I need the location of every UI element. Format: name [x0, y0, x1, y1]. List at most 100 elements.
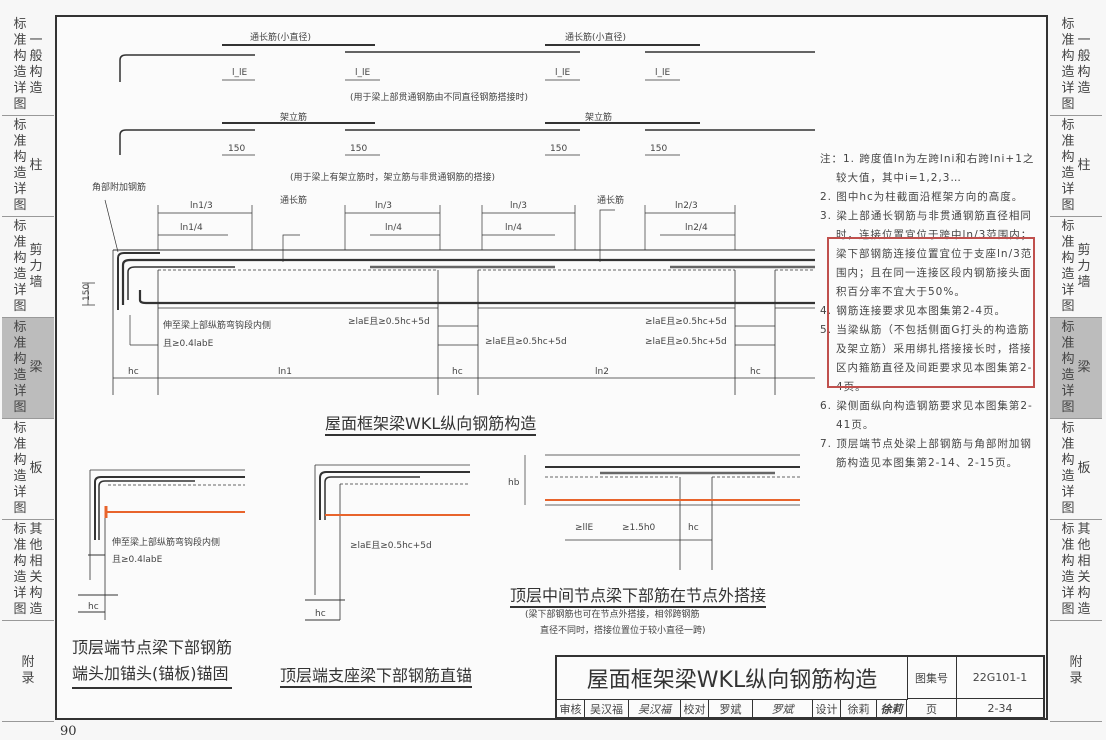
note-item: 7. 顶层端节点处梁上部钢筋与角部附加钢筋构造见本图集第2-14、2-15页。	[820, 438, 1032, 469]
detail-caption: 直径不同时，搭接位置位于较小直径一跨)	[540, 624, 706, 636]
dim-label: l_lE	[555, 68, 571, 78]
section-tab-5[interactable]: 标准构造详图其他相关构造	[2, 520, 54, 621]
bar-label: 架立筋	[585, 111, 612, 123]
detail-title: 顶层端节点梁下部钢筋	[72, 638, 233, 657]
section-tab-3[interactable]: 标准构造详图梁	[1050, 318, 1102, 419]
through-bar-label: 通长筋	[597, 194, 624, 206]
note-item: 2. 图中hc为柱截面沿框架方向的高度。	[820, 191, 1024, 203]
detail-title: 顶层端支座梁下部钢筋直锚	[280, 662, 473, 688]
hc-label: hc	[750, 367, 761, 377]
section-tab-3[interactable]: 标准构造详图梁	[2, 318, 54, 419]
hc-label: hc	[452, 367, 463, 377]
anchor-note: 伸至梁上部纵筋弯钩段内侧	[163, 319, 271, 331]
highlight-box	[827, 237, 1035, 388]
note-item: 注：1. 跨度值ln为左跨lni和右跨lni+1之较大值，其中i=1,2,3…	[820, 153, 1035, 184]
atlas-number: 22G101-1	[957, 657, 1043, 699]
section-tab-6[interactable]: 附录	[2, 621, 54, 722]
anchor-note: ≥laE且≥0.5hc+5d	[350, 540, 432, 551]
anchor-note: 且≥0.4labE	[163, 338, 214, 349]
main-drawing-title: 屋面框架梁WKL纵向钢筋构造	[325, 410, 537, 436]
tab-label: 板	[29, 461, 43, 476]
anchor-note: 且≥0.4labE	[112, 554, 163, 565]
detail-caption: (用于梁上部贯通钢筋由不同直径钢筋搭接时)	[350, 91, 528, 103]
section-tab-0[interactable]: 标准构造详图一般构造	[1050, 15, 1102, 116]
lap-note: ≥laE且≥0.5hc+5d	[645, 336, 727, 347]
bar-label: 通长筋(小直径)	[565, 31, 626, 43]
tab-prefix: 标准构造详图	[1061, 17, 1075, 112]
checker-signature: 罗斌	[753, 699, 813, 719]
tab-label: 剪力墙	[1077, 243, 1091, 290]
review-label: 审核	[557, 699, 585, 719]
section-tab-4[interactable]: 标准构造详图板	[2, 419, 54, 520]
designer: 徐莉	[841, 699, 877, 719]
section-tab-4[interactable]: 标准构造详图板	[1050, 419, 1102, 520]
dim-label: ln2/3	[675, 201, 698, 211]
note-item: 6. 梁侧面纵向构造钢筋要求见本图集第2-41页。	[820, 400, 1033, 431]
dim-label: ln/3	[510, 201, 527, 211]
atlas-label: 图集号	[907, 657, 957, 699]
lap-note: ≥laE且≥0.5hc+5d	[348, 316, 430, 327]
dim-label: 150	[650, 144, 667, 154]
main-beam-drawing	[82, 199, 815, 395]
tab-prefix: 标准构造详图	[13, 17, 27, 112]
through-bar-label: 通长筋	[280, 194, 307, 206]
anchor-note: 伸至梁上部纵筋弯钩段内侧	[112, 536, 220, 548]
detail-caption: (梁下部钢筋也可在节点外搭接，相邻跨钢筋	[525, 608, 700, 620]
right-section-tabs: 标准构造详图一般构造标准构造详图柱标准构造详图剪力墙标准构造详图梁标准构造详图板…	[1050, 15, 1102, 722]
detail-lap-outside-joint	[524, 454, 800, 570]
section-tab-2[interactable]: 标准构造详图剪力墙	[1050, 217, 1102, 318]
dim-150: 150	[82, 284, 92, 301]
dim-label: 150	[228, 144, 245, 154]
detail-title: 端头加锚头(锚板)锚固	[72, 661, 233, 689]
dim-label: ≥llE	[575, 523, 594, 533]
dim-label: 150	[550, 144, 567, 154]
dim-label: ln/4	[385, 223, 402, 233]
tab-prefix: 标准构造详图	[13, 421, 27, 516]
tab-label: 梁	[1077, 360, 1091, 375]
designer-signature: 徐莉	[877, 699, 907, 719]
section-tab-1[interactable]: 标准构造详图柱	[2, 116, 54, 217]
detail-lap-different-diameter	[119, 44, 815, 82]
dim-label: 150	[350, 144, 367, 154]
section-tab-1[interactable]: 标准构造详图柱	[1050, 116, 1102, 217]
page-number-cell: 2-34	[957, 699, 1043, 719]
tab-prefix: 标准构造详图	[1061, 118, 1075, 213]
bar-label: 通长筋(小直径)	[250, 31, 311, 43]
section-tab-6[interactable]: 附录	[1050, 621, 1102, 722]
lap-note: ≥laE且≥0.5hc+5d	[645, 316, 727, 327]
detail-title: 顶层中间节点梁下部筋在节点外搭接	[510, 582, 767, 608]
detail-erection-bar-lap	[119, 122, 815, 156]
tab-label: 一般构造	[29, 33, 43, 96]
detail-title-block: 顶层端节点梁下部钢筋 端头加锚头(锚板)锚固	[72, 635, 233, 689]
reviewer-signature: 吴汉福	[629, 699, 681, 719]
dim-label: l_lE	[655, 68, 671, 78]
section-tab-0[interactable]: 标准构造详图一般构造	[2, 15, 54, 116]
note-item: 3. 梁上部通长钢筋与非贯通钢筋直径相同时，连接位置宜位于跨中ln/3范围内；梁…	[820, 210, 1033, 298]
dim-label: ln2/4	[685, 223, 708, 233]
ln2-label: ln2	[595, 367, 609, 377]
sheet-title: 屋面框架梁WKL纵向钢筋构造	[557, 657, 908, 700]
dim-label: ln/3	[375, 201, 392, 211]
reviewer: 吴汉福	[585, 699, 629, 719]
hb-label: hb	[508, 478, 520, 488]
drawing-frame	[55, 15, 1048, 720]
tab-prefix: 标准构造详图	[1061, 320, 1075, 415]
tab-label: 其他相关构造	[29, 522, 43, 617]
tab-label: 柱	[29, 158, 43, 173]
tab-prefix: 标准构造详图	[1061, 219, 1075, 314]
tab-prefix: 标准构造详图	[13, 118, 27, 213]
bar-label: 架立筋	[280, 111, 307, 123]
tab-label: 板	[1077, 461, 1091, 476]
left-section-tabs: 标准构造详图一般构造标准构造详图柱标准构造详图剪力墙标准构造详图梁标准构造详图板…	[2, 15, 54, 722]
design-label: 设计	[813, 699, 841, 719]
notes: 注：1. 跨度值ln为左跨lni和右跨lni+1之较大值，其中i=1,2,3… 2…	[820, 150, 1040, 473]
tab-label: 梁	[29, 360, 43, 375]
section-tab-5[interactable]: 标准构造详图其他相关构造	[1050, 520, 1102, 621]
tab-label: 附录	[21, 655, 35, 686]
tab-prefix: 标准构造详图	[1061, 421, 1075, 516]
section-tab-2[interactable]: 标准构造详图剪力墙	[2, 217, 54, 318]
tab-label: 剪力墙	[29, 243, 43, 290]
page-number: 90	[60, 724, 77, 739]
tab-prefix: 标准构造详图	[13, 219, 27, 314]
